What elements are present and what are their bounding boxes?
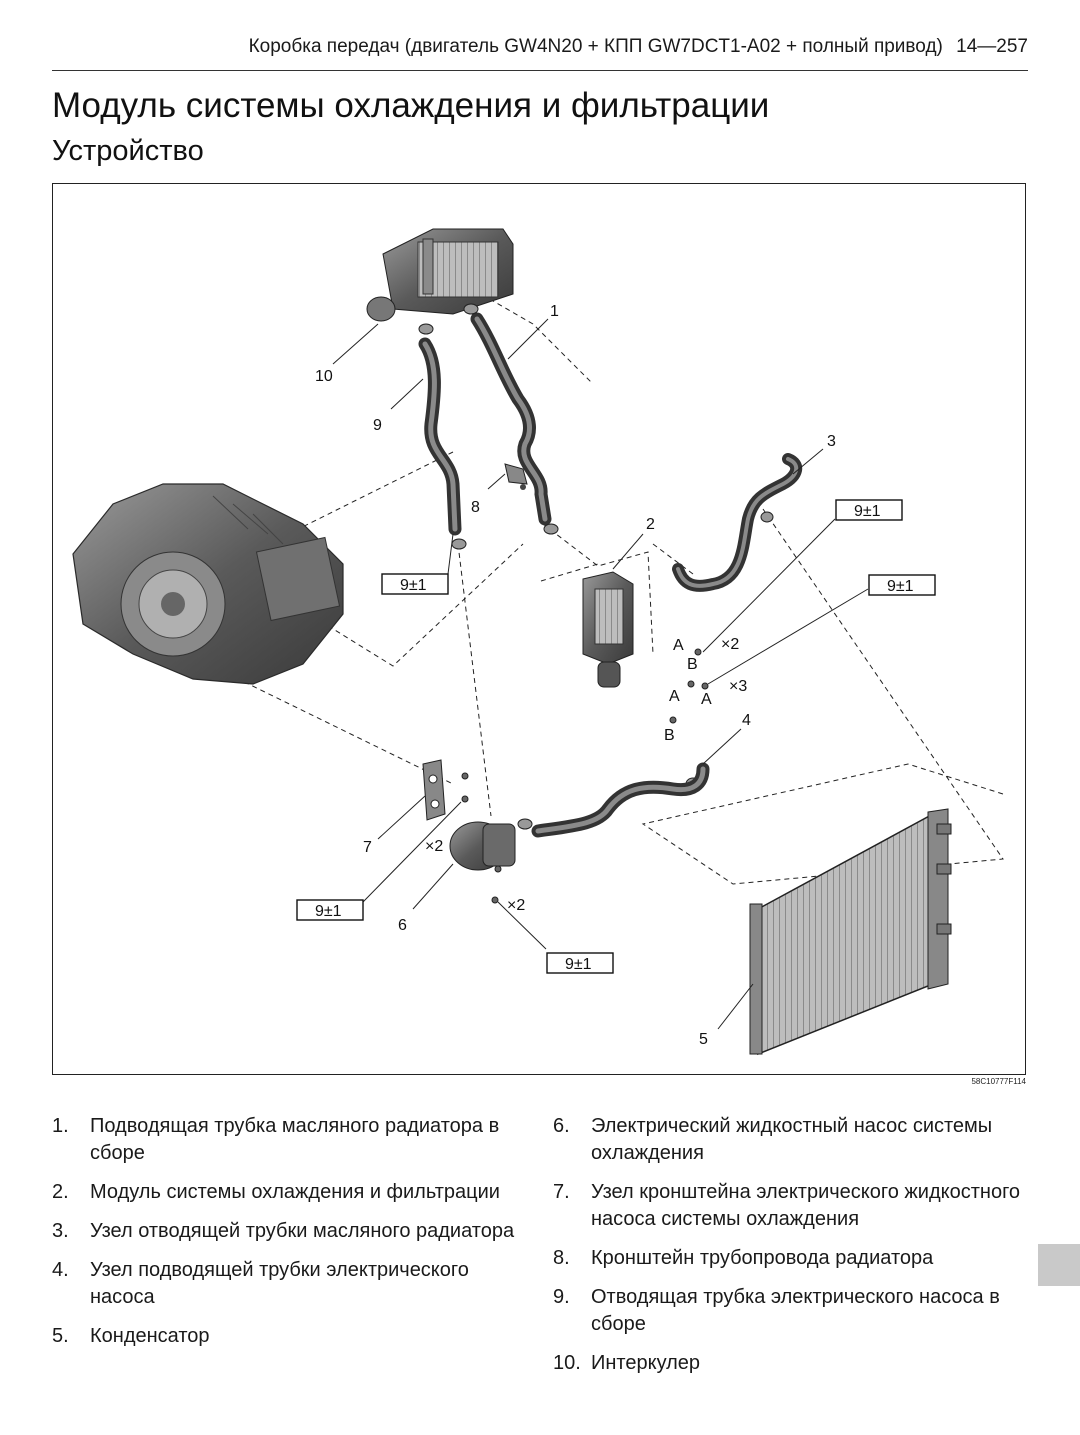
svg-text:9±1: 9±1 [854,503,881,520]
cooling-filtration-module [582,571,634,688]
section-subtitle: Устройство [52,135,204,167]
marker-a-1: A [673,637,684,654]
multiplier-x2-pump: ×2 [507,897,525,914]
figure-code: 58C10777F114 [971,1077,1026,1086]
multiplier-x2-bracket: ×2 [425,838,443,855]
legend-right-column: 6. Электрический жидкостный насос систем… [553,1113,1033,1389]
transmission-assembly [72,483,344,685]
torque-spec-boxes: 9±1 9±1 9±1 9±1 9±1 [296,499,936,974]
page-header: Коробка передач (двигатель GW4N20 + КПП … [52,36,1028,58]
dashed-leader-lines [226,271,1004,885]
pump-bracket [422,759,469,821]
legend-item-3: 3. Узел отводящей трубки масляного радиа… [52,1220,515,1242]
callout-5: 5 [699,1031,708,1048]
diagram-drawing: 1 2 3 4 5 6 7 8 9 10 9±1 9±1 9±1 [72,228,1004,1056]
legend-item-8: 8. Кронштейн трубопровода радиатора [553,1247,934,1269]
torque-box-pump: 9±1 [546,952,614,974]
fastener-annotations: A ×2 B A A ×3 B ×2 ×2 [425,636,747,914]
callout-3: 3 [827,433,836,450]
svg-text:9±1: 9±1 [565,956,592,973]
header-text: Коробка передач (двигатель GW4N20 + КПП … [248,36,943,57]
torque-box-module-lower: 9±1 [868,574,936,596]
torque-box-module-upper: 9±1 [835,499,903,521]
legend-item-9: 9. Отводящая трубка электрического насос… [553,1286,1000,1335]
callout-10: 10 [315,368,333,385]
callout-1: 1 [550,303,559,320]
svg-text:9±1: 9±1 [315,903,342,920]
marker-b-1: B [687,656,698,673]
callout-numbers: 1 2 3 4 5 6 7 8 9 10 [315,303,836,1048]
legend-item-5: 5. Конденсатор [52,1325,210,1347]
legend-item-2: 2. Модуль системы охлаждения и фильтра­ц… [52,1181,500,1203]
svg-text:9±1: 9±1 [400,577,427,594]
multiplier-x3-module: ×3 [729,678,747,695]
intercooler [366,228,514,322]
legend-item-1: 1. Подводящая трубка масляного радиатора… [52,1115,500,1164]
callout-4: 4 [742,712,751,729]
radiator-pipe-bracket [504,463,528,490]
multiplier-x2-module: ×2 [721,636,739,653]
electric-coolant-pump [449,821,516,904]
page-title: Модуль системы охлаждения и фильтрации [52,86,770,125]
legend-item-10: 10. Интеркулер [553,1352,701,1374]
legend-item-6: 6. Электрический жидкостный насос систем… [553,1115,993,1164]
callout-leaders [332,318,869,1030]
callout-7: 7 [363,839,372,856]
header-divider [52,70,1028,71]
marker-a-3: A [701,691,712,708]
exploded-diagram: 1 2 3 4 5 6 7 8 9 10 9±1 9±1 9±1 [52,183,1026,1075]
legend-item-7: 7. Узел кронштейна электрического жидкос… [553,1181,1021,1230]
hose-4-pump-inlet [531,762,710,838]
marker-b-2: B [664,727,675,744]
condenser [749,808,952,1056]
torque-box-pump-hose: 9±1 [381,573,449,595]
hose-1-cooler-inlet [470,312,552,526]
torque-box-bracket: 9±1 [296,899,364,921]
section-side-tab [1038,1244,1080,1286]
svg-text:9±1: 9±1 [887,578,914,595]
callout-9: 9 [373,417,382,434]
marker-a-2: A [669,688,680,705]
legend-item-4: 4. Узел подводящей трубки электрического… [52,1259,469,1308]
hose-clamps [418,303,701,830]
page-number: 14—257 [956,36,1028,57]
callout-8: 8 [471,499,480,516]
legend-left-column: 1. Подводящая трубка масляного радиатора… [52,1113,522,1362]
callout-2: 2 [646,516,655,533]
fasteners-ab [669,648,709,724]
callout-6: 6 [398,917,407,934]
